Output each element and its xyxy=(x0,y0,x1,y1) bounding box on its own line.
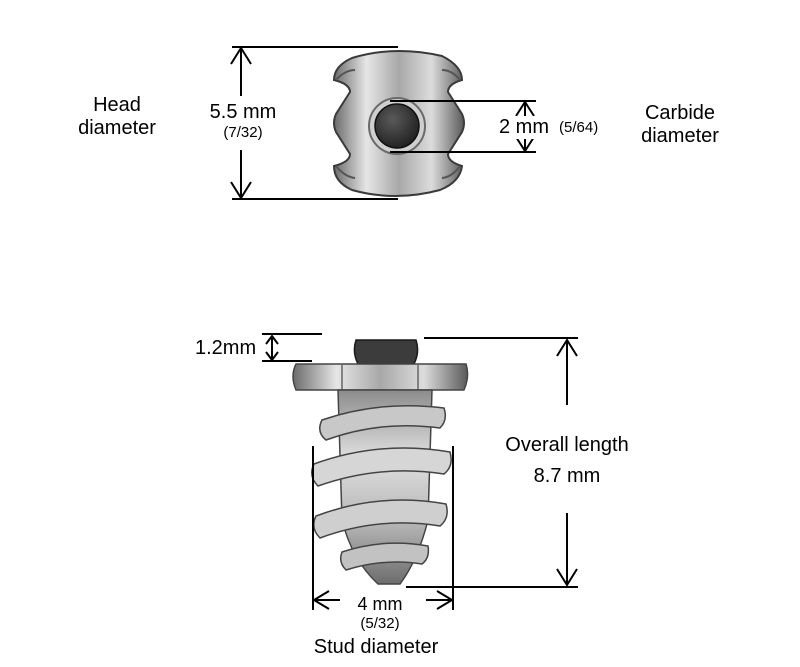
stud-arrowhead-left xyxy=(312,590,330,610)
stud-shank xyxy=(337,389,433,585)
thread-3 xyxy=(313,499,448,539)
overall-arrowhead-up xyxy=(556,338,578,357)
stud-head-top-view xyxy=(332,50,465,197)
carbide-diameter-inch: (5/64) xyxy=(559,119,599,136)
head-diameter-inch: (7/32) xyxy=(223,124,263,141)
head-groove-top-left xyxy=(335,69,356,81)
head-arrowhead-down xyxy=(230,181,252,200)
overall-length-value: 8.7 mm xyxy=(533,465,601,487)
stud-arrowhead-right xyxy=(436,590,454,610)
overall-length-dimension xyxy=(406,337,578,588)
stud-diameter-dimension xyxy=(312,446,454,610)
head-groove-bottom-right xyxy=(441,165,461,179)
overall-arrowhead-down xyxy=(556,568,578,587)
carbide-height-arrowhead-up xyxy=(265,334,279,345)
stud-diameter-mm: 4 mm xyxy=(357,594,403,614)
thread-2 xyxy=(311,447,452,487)
carbide-diameter-label-line2: diameter xyxy=(641,125,719,147)
thread-1 xyxy=(319,405,447,441)
head-diameter-label: Head diameter xyxy=(72,94,162,140)
overall-length-label: Overall length xyxy=(505,434,629,456)
carbide-height-dimension xyxy=(262,333,322,362)
head-groove-bottom-left xyxy=(335,165,356,179)
carbide-pin-top xyxy=(374,103,420,149)
head-diameter-label-line2: diameter xyxy=(78,117,156,139)
stud-diameter-inch: (5/32) xyxy=(360,614,400,632)
carbide-arrowhead-up xyxy=(515,100,535,117)
head-diameter-mm: 5.5 mm xyxy=(209,101,277,123)
stud-diameter-label: Stud diameter xyxy=(313,636,439,658)
head-groove-top-right xyxy=(441,69,461,81)
carbide-diameter-label: Carbide diameter xyxy=(630,102,730,148)
head-diameter-dimension xyxy=(230,46,398,200)
carbide-height-value: 1.2mm xyxy=(195,337,257,359)
stud-side-view xyxy=(292,339,469,585)
head-arrowhead-up xyxy=(230,46,252,65)
carbide-arrowhead-down xyxy=(515,136,535,153)
stud-diameter-value: 4 mm (5/32) xyxy=(340,594,420,632)
stud-head-side xyxy=(292,363,469,391)
head-diameter-label-line1: Head xyxy=(93,94,141,116)
carbide-height-arrowhead-down xyxy=(265,351,279,362)
carbide-pin-side xyxy=(353,339,419,365)
carbide-diameter-label-line1: Carbide xyxy=(644,102,716,124)
carbide-diameter-mm: 2 mm xyxy=(497,116,551,139)
thread-4 xyxy=(339,542,430,571)
head-diameter-value: 5.5 mm (7/32) xyxy=(198,101,288,141)
